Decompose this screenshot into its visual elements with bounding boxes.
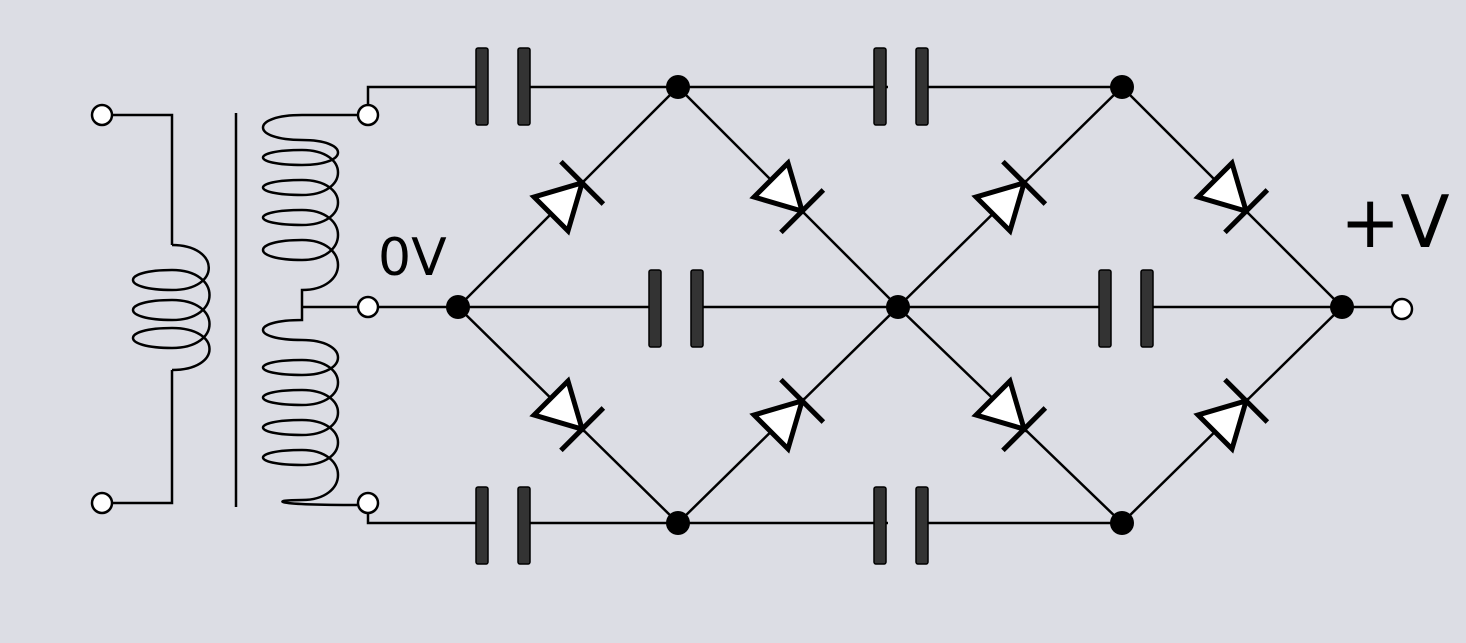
capacitor (648, 269, 704, 348)
capacitor (1098, 269, 1154, 348)
junction-node (1110, 75, 1134, 99)
secondary-coil-lower (261, 307, 358, 507)
primary-terminal-bottom (90, 491, 114, 515)
junction-node (666, 75, 690, 99)
capacitors (475, 47, 1154, 565)
output-voltage-label: +V (1340, 180, 1450, 264)
secondary-coil-upper (261, 113, 340, 307)
junction-node (886, 295, 910, 319)
junction-nodes (446, 75, 1354, 535)
capacitor (475, 47, 531, 126)
output-terminal (1390, 297, 1414, 321)
secondary-terminal-top (356, 103, 380, 127)
capacitor (873, 486, 929, 565)
circuit-wiring (366, 85, 1400, 525)
primary-bottom-lead (112, 370, 174, 505)
wire-top-in (366, 85, 488, 113)
wire-bottom-in (366, 503, 488, 525)
capacitor (873, 47, 929, 126)
ground-label: 0V (378, 228, 447, 288)
capacitor (475, 486, 531, 565)
primary-winding (112, 113, 211, 505)
junction-node (666, 511, 690, 535)
terminals (90, 103, 1414, 515)
junction-node (1330, 295, 1354, 319)
primary-terminal-top (90, 103, 114, 127)
secondary-terminal-center (356, 295, 380, 319)
secondary-terminal-bottom (356, 491, 380, 515)
junction-node (446, 295, 470, 319)
primary-top-lead (112, 113, 174, 245)
secondary-winding (261, 113, 358, 507)
primary-coil (131, 243, 211, 372)
transformer (112, 113, 358, 507)
junction-node (1110, 511, 1134, 535)
